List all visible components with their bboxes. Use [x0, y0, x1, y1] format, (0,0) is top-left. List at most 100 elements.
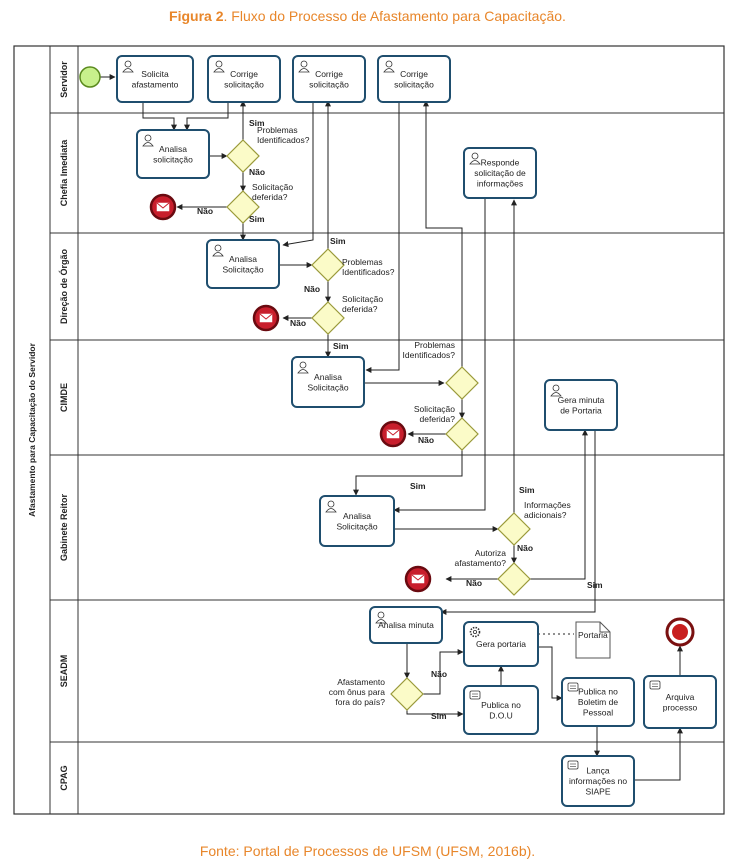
gear-icon — [469, 626, 481, 638]
message-end-events — [149, 193, 432, 593]
lane-label: Direção de Órgão — [58, 248, 69, 324]
flow — [365, 101, 400, 373]
flow — [353, 450, 463, 496]
edge-label-nao: Não — [197, 206, 213, 216]
message-end-event — [404, 565, 432, 593]
figure-number: Figura 2 — [169, 8, 224, 24]
gateway-label: Solicitação — [252, 182, 293, 192]
task-label: Solicita — [141, 69, 169, 79]
lane-label: Chefia Imediata — [59, 139, 69, 207]
user-icon — [298, 60, 310, 73]
gateway-diamond — [497, 512, 531, 546]
task-label: Analisa — [343, 511, 371, 521]
gateway-diamond — [311, 248, 345, 282]
task-label: D.O.U — [489, 710, 513, 720]
user-icon — [550, 384, 562, 397]
message-end-event — [252, 304, 280, 332]
edge-label-sim: Sim — [587, 580, 603, 590]
flow — [393, 197, 486, 513]
figure-source: Fonte: Portal de Processos de UFSM (UFSM… — [199, 843, 536, 859]
envelope-icon — [386, 429, 400, 439]
flow — [184, 101, 229, 131]
flow — [440, 430, 596, 615]
figure-caption: Figura 2. Fluxo do Processo de Afastamen… — [0, 8, 735, 24]
flow — [633, 727, 683, 781]
task-label: solicitação — [309, 79, 349, 89]
gateway-diamond — [445, 366, 479, 400]
task-label: Responde — [481, 158, 520, 168]
task-label: Arquiva — [666, 692, 695, 702]
data-object-label: Portaria — [578, 630, 608, 640]
edge-label-nao: Não — [418, 435, 434, 445]
lane-label: Servidor — [59, 61, 69, 98]
edge-label-sim: Sim — [333, 341, 349, 351]
task-label: Analisa — [314, 372, 342, 382]
script-icon — [567, 682, 579, 692]
lane-label: CIMDE — [59, 383, 69, 412]
message-end-event — [379, 420, 407, 448]
task-label: solicitação — [394, 79, 434, 89]
gateway-label: Problemas — [257, 125, 298, 135]
start-event — [79, 66, 101, 88]
gateway-label: Informações — [524, 500, 571, 510]
gateway-diamond — [311, 301, 345, 335]
gateway-label: Autoriza — [475, 548, 506, 558]
gateway-label: Problemas — [414, 340, 455, 350]
gateway-label: Identificados? — [403, 350, 456, 360]
user-icon — [142, 134, 154, 147]
flow — [282, 101, 314, 248]
task-label: Corrige — [315, 69, 343, 79]
sequence-flows — [100, 74, 683, 781]
gateway-label: Solicitação — [342, 294, 383, 304]
lane-label: Gabinete Reitor — [59, 493, 69, 561]
user-icon — [325, 500, 337, 513]
task-label: SIAPE — [585, 787, 610, 797]
task-label: Solicitação — [307, 382, 348, 392]
gateway-label: deferida? — [342, 304, 378, 314]
script-icon — [649, 680, 661, 690]
edge-label-nao: Não — [466, 578, 482, 588]
user-icon — [212, 244, 224, 257]
task-label: afastamento — [132, 79, 179, 89]
task-label: de Portaria — [560, 405, 602, 415]
task-label: informações — [477, 179, 523, 189]
script-icon — [469, 690, 481, 700]
user-icon — [469, 152, 481, 165]
task-label: Pessoal — [583, 708, 613, 718]
flow — [406, 710, 464, 717]
figure-title: . Fluxo do Processo de Afastamento para … — [223, 8, 566, 24]
task-label: solicitação de — [474, 168, 526, 178]
flow — [530, 429, 588, 580]
task-label: informações no — [569, 776, 627, 786]
message-end-event — [149, 193, 177, 221]
user-icon — [383, 60, 395, 73]
user-icon — [375, 611, 387, 624]
task-label: Analisa — [159, 144, 187, 154]
user-icon — [297, 361, 309, 374]
task-publica-dou: Publica noD.O.U — [463, 685, 539, 735]
tasks: SolicitaafastamentoCorrigesolicitaçãoCor… — [116, 55, 717, 807]
lane-label: SEADM — [59, 655, 69, 688]
gateway-diamond — [497, 562, 531, 596]
edge-label-sim: Sim — [410, 481, 426, 491]
gateway-label: deferida? — [252, 192, 288, 202]
task-label: Analisa minuta — [378, 620, 434, 630]
